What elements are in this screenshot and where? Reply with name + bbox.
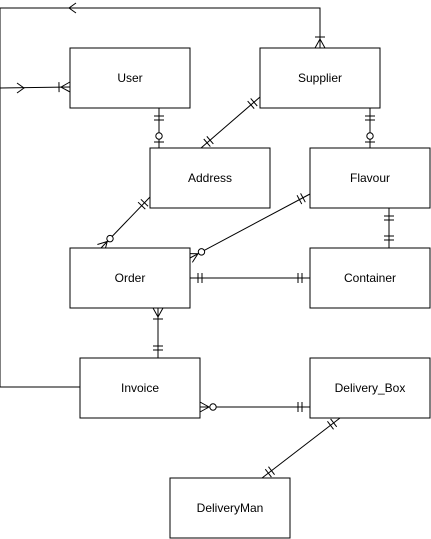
entity-user-label: User [117,71,142,85]
entity-delivery-box[interactable]: Delivery_Box [309,357,431,419]
rel-8-from-circle [209,403,217,411]
rel-1-to-bar-a [203,138,211,147]
rel-4-to-circle [197,248,206,256]
rel-4-from-bar-b [296,194,303,205]
relationship-lines [0,2,394,479]
rel-9-from-bar-a [330,418,338,428]
rel-11-to-crow [314,37,326,49]
entity-supplier-box [259,47,381,109]
entity-invoice[interactable]: Invoice [79,357,201,419]
entity-deliveryman-box [169,477,291,539]
entity-order-box [69,247,191,309]
entity-container-box [309,247,431,309]
rel-invoice-supplier-line [0,7,321,88]
entity-user[interactable]: User [69,47,191,109]
rel-7-from-crow [152,307,164,319]
rel-flavour-order-line [189,193,311,259]
entity-flavour-label: Flavour [350,171,390,185]
rel-1-from-bar-b [247,100,255,109]
rel-2-to-circle [366,132,374,140]
entities: User Supplier Address Flavour Order Cont… [69,47,431,539]
entity-address-box [149,147,271,209]
outer-route-left-arrow [16,82,25,94]
rel-3-from-bar-b [137,201,146,210]
entity-container[interactable]: Container [309,247,431,309]
rel-supplier-address-line [200,96,261,149]
entity-user-box [69,47,191,109]
entity-order[interactable]: Order [69,247,191,309]
rel-3-from-bar-a [140,198,149,207]
entity-invoice-box [79,357,201,419]
rel-9-to-bar-a [264,468,272,478]
entity-flavour[interactable]: Flavour [309,147,431,209]
entity-supplier[interactable]: Supplier [259,47,381,109]
rel-9-to-bar-b [268,466,275,475]
rel-delivery_box-deliveryman-line [261,417,341,479]
entity-address[interactable]: Address [149,147,271,209]
entity-invoice-label: Invoice [121,381,159,395]
entity-deliveryman-label: DeliveryMan [197,501,264,515]
rel-9-from-bar-b [327,421,334,430]
rel-10-to-crow [59,81,71,93]
entity-delivery-box-box [309,357,431,419]
entity-supplier-label: Supplier [298,71,342,85]
rel-4-from-bar-a [300,193,306,203]
rel-3-to-circle [106,234,114,243]
rel-8-from-crow [199,401,211,413]
rel-invoice-user-line [0,86,80,388]
rel-1-from-bar-a [250,98,258,107]
outer-route-top-arrow [68,2,77,14]
rel-4-to-crow [187,253,199,263]
entity-container-label: Container [344,271,396,285]
rel-1-to-bar-b [206,136,214,145]
entity-address-label: Address [188,171,232,185]
entity-flavour-box [309,147,431,209]
rel-0-to-circle [155,132,163,140]
entity-order-label: Order [115,271,146,285]
entity-delivery-box-label: Delivery_Box [335,381,406,395]
entity-deliveryman[interactable]: DeliveryMan [169,477,291,539]
